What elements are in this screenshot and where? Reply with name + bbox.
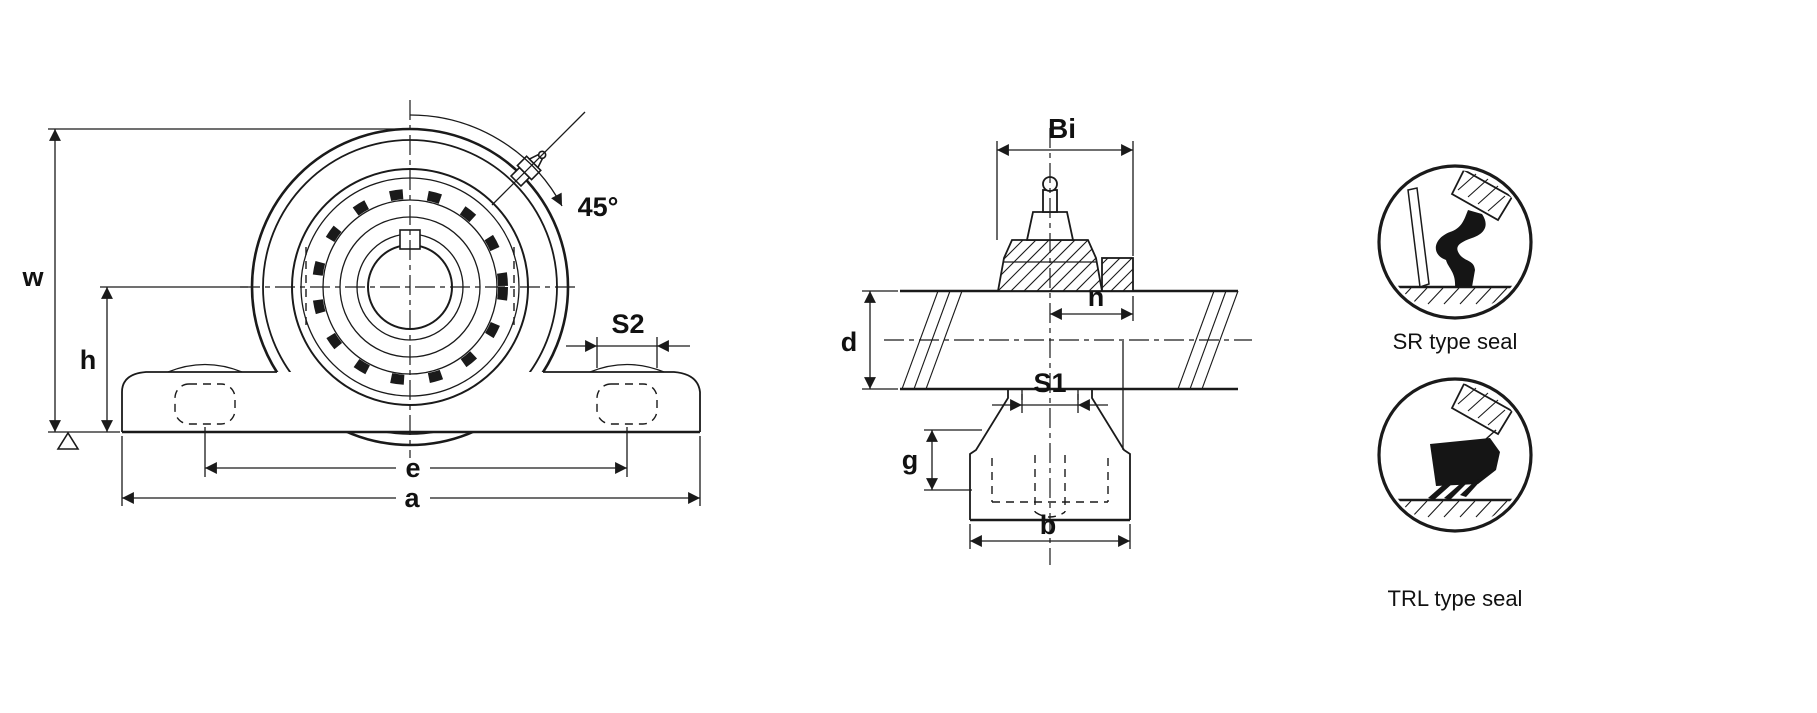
- dim-s1: S1: [992, 368, 1108, 413]
- dim-label-h: h: [80, 345, 97, 375]
- angle-label: 45°: [578, 192, 619, 222]
- dim-label-d: d: [841, 327, 858, 357]
- base-right-side: [1091, 389, 1131, 520]
- dim-label-s1: S1: [1033, 368, 1066, 398]
- seal-details: SR type seal: [1377, 164, 1533, 611]
- trl-seal-section: [1383, 383, 1527, 518]
- base-left-profile: [121, 371, 277, 432]
- sr-seal-section: [1383, 170, 1527, 305]
- base-right-profile: [543, 371, 701, 432]
- dim-label-s2: S2: [611, 309, 644, 339]
- dim-h: h: [80, 286, 248, 432]
- left-bolt-slot-hidden: [174, 383, 236, 425]
- base-fill: [122, 372, 700, 432]
- dim-label-w: w: [21, 262, 44, 292]
- dim-b: b: [969, 510, 1131, 549]
- side-view: Bi n d S1 g: [841, 113, 1252, 565]
- dim-angle-45: 45°: [409, 111, 619, 222]
- sr-seal-detail: SR type seal: [1377, 164, 1533, 354]
- trl-seal-detail: TRL type seal: [1377, 377, 1533, 611]
- dim-bi: Bi: [996, 113, 1134, 256]
- dim-label-e: e: [405, 453, 420, 483]
- base-left-side: [969, 389, 1009, 520]
- dim-s2: S2: [566, 309, 690, 368]
- dim-label-n: n: [1088, 282, 1105, 312]
- dim-d: d: [841, 290, 898, 390]
- datum-triangle: [56, 431, 80, 450]
- front-view: 45° w h e: [21, 100, 701, 513]
- dim-label-a: a: [404, 483, 420, 513]
- dim-g: g: [902, 429, 982, 491]
- dim-e: e: [204, 427, 628, 483]
- dim-label-b: b: [1040, 510, 1057, 540]
- right-bolt-boss: [589, 363, 665, 373]
- dim-label-bi: Bi: [1048, 113, 1076, 144]
- dim-a: a: [121, 436, 701, 513]
- dim-w: w: [21, 128, 413, 433]
- sr-seal-label: SR type seal: [1393, 329, 1518, 354]
- right-bolt-slot-hidden: [596, 383, 658, 425]
- trl-seal-label: TRL type seal: [1388, 586, 1523, 611]
- dim-n: n: [1050, 282, 1134, 321]
- dim-label-g: g: [902, 445, 919, 475]
- block-hatch: [1102, 258, 1133, 291]
- left-bolt-boss: [167, 363, 243, 373]
